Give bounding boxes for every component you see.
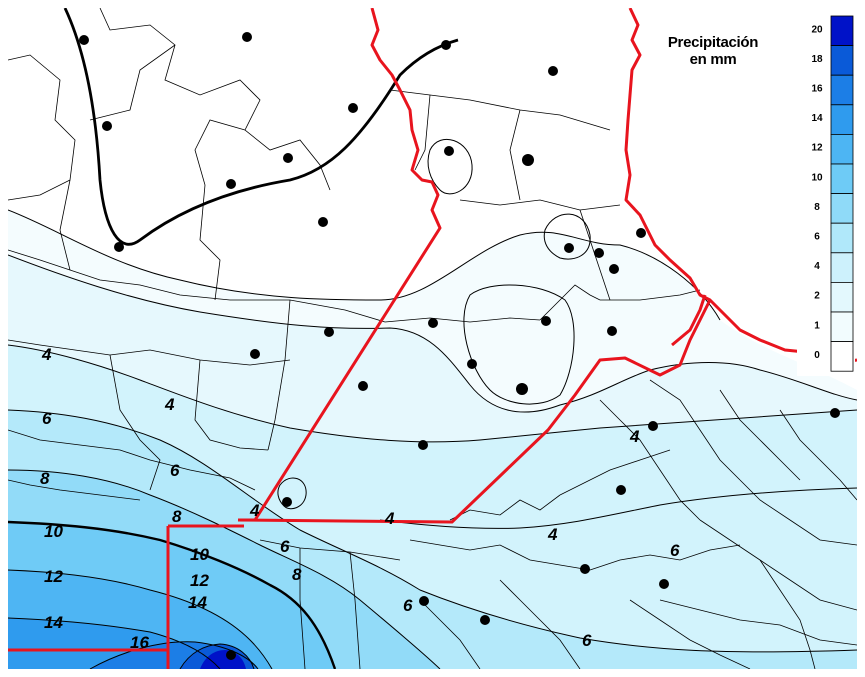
legend-bin-label: 2 (814, 291, 820, 302)
station-point (648, 421, 658, 431)
isoline-label: 14 (44, 613, 63, 632)
station-point (250, 349, 260, 359)
station-point (516, 383, 528, 395)
station-point (324, 327, 334, 337)
station-point (419, 596, 429, 606)
legend-bin-swatch (830, 74, 854, 106)
isoline-label: 4 (384, 509, 395, 528)
station-point (541, 316, 551, 326)
legend-bin-swatch (830, 341, 854, 372)
isoline-zero (63, 8, 459, 246)
border-east (624, 8, 857, 364)
isoline-labels: 4 4 6 6 8 8 8 10 10 12 12 14 14 16 4 4 4… (40, 345, 680, 652)
legend-bin-label: 6 (814, 231, 820, 242)
legend-bin-swatch (830, 163, 854, 195)
legend-bin-label: 12 (811, 143, 823, 154)
legend-title-line1: Precipitación (667, 34, 759, 51)
isoline-label: 4 (629, 427, 640, 446)
legend-bin-label: 4 (814, 261, 820, 272)
station-point (242, 32, 252, 42)
isoline-label: 16 (130, 633, 149, 652)
isolines (8, 209, 857, 669)
isoline-label: 6 (403, 596, 413, 615)
isoline-label: 8 (292, 565, 302, 584)
station-point (444, 146, 454, 156)
station-point (467, 359, 477, 369)
legend-bin-swatch (830, 133, 854, 165)
isoline-label: 10 (44, 522, 63, 541)
station-point (428, 318, 438, 328)
isoline-label: 4 (41, 345, 52, 364)
isoline-label: 4 (547, 525, 558, 544)
isoline-label: 12 (44, 567, 63, 586)
legend-bin-swatch (830, 193, 854, 224)
legend-bin-swatch (830, 15, 854, 47)
legend-bin-swatch (830, 222, 854, 254)
legend-bin-label: 20 (811, 24, 823, 35)
isoline-label: 8 (40, 469, 50, 488)
legend-bin-swatch (830, 281, 854, 313)
station-point (348, 103, 358, 113)
isoline-label: 6 (42, 409, 52, 428)
station-point (318, 217, 328, 227)
map-canvas: 4 4 6 6 8 8 8 10 10 12 12 14 14 16 4 4 4… (8, 8, 857, 669)
legend-bin-label: 18 (811, 54, 823, 65)
legend-bin-label: 8 (814, 202, 820, 213)
legend-bin-swatch (830, 311, 854, 343)
legend-bin-swatch (830, 104, 854, 135)
station-point (548, 66, 558, 76)
station-point (358, 381, 368, 391)
station-point (102, 121, 112, 131)
station-point (226, 650, 236, 660)
station-point (609, 264, 619, 274)
isoline-label: 12 (190, 571, 209, 590)
station-point (79, 35, 89, 45)
isoline-label: 6 (670, 541, 680, 560)
isoline-label: 10 (190, 545, 209, 564)
legend-bin-label: 16 (811, 83, 823, 94)
station-point (636, 228, 646, 238)
border-northeast (238, 8, 442, 522)
legend-bin-label: 1 (814, 320, 820, 331)
station-point (830, 408, 840, 418)
legend-title-line2: en mm (689, 51, 737, 68)
station-point (594, 248, 604, 258)
region-boundaries (8, 8, 857, 669)
station-point (616, 485, 626, 495)
station-point (564, 243, 574, 253)
isoline-local-3 (543, 213, 591, 260)
legend-bin-label: 14 (811, 113, 823, 124)
legend-bin-label: 10 (811, 172, 823, 183)
isoline-label: 6 (170, 461, 180, 480)
border-south (237, 299, 712, 524)
station-point (282, 497, 292, 507)
isoline-label: 6 (280, 537, 290, 556)
isoline-local-4 (277, 477, 307, 510)
isoline-10-bold (8, 520, 337, 669)
legend-bin-label: 0 (814, 350, 820, 361)
isoline-label: 14 (188, 593, 207, 612)
station-point (659, 579, 669, 589)
station-point (480, 615, 490, 625)
isoline-label: 4 (249, 501, 260, 520)
legend-title: Precipitación en mm (638, 34, 788, 68)
station-point (283, 153, 293, 163)
station-point (522, 154, 534, 166)
legend-bin-swatch (830, 252, 854, 283)
station-point (580, 564, 590, 574)
legend-bin-swatch (830, 45, 854, 76)
station-point (418, 440, 428, 450)
station-point (226, 179, 236, 189)
isoline-label: 6 (582, 631, 592, 650)
state-borders (8, 8, 857, 669)
isoline-local-2 (427, 138, 473, 195)
stations (79, 32, 840, 660)
isoline-label: 4 (164, 395, 175, 414)
station-point (607, 326, 617, 336)
station-point (441, 40, 451, 50)
isoline-label: 8 (172, 507, 182, 526)
station-point (114, 242, 124, 252)
